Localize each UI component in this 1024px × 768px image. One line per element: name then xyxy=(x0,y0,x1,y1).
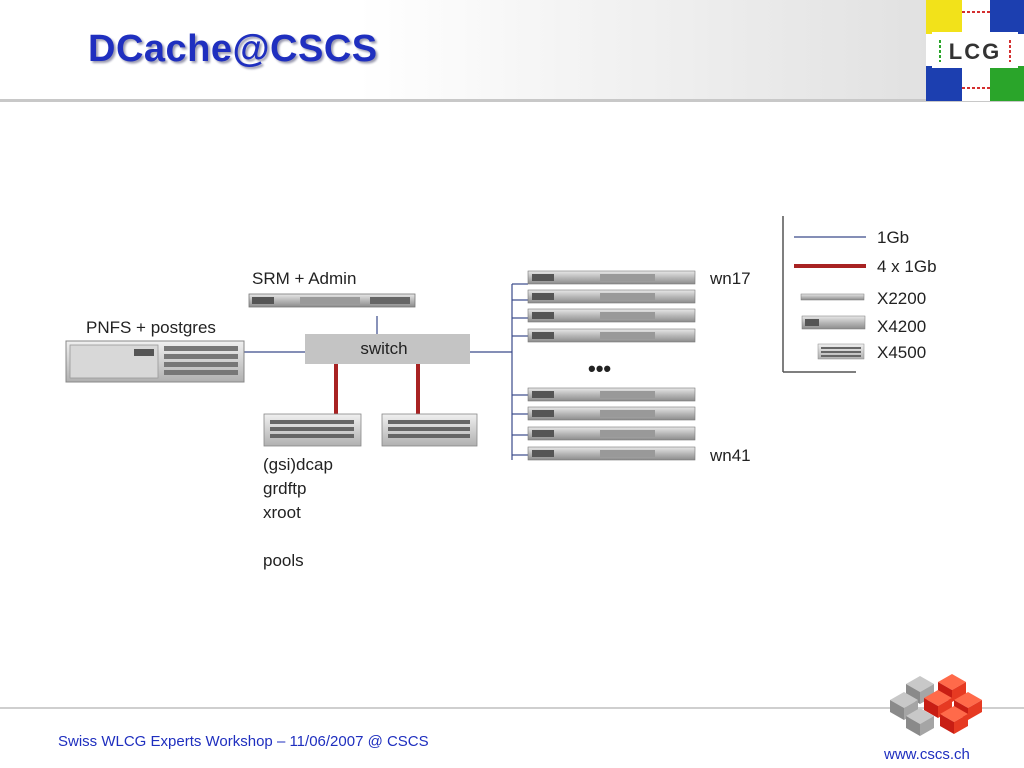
wn-last-label: wn41 xyxy=(709,446,751,465)
footer-divider xyxy=(0,707,1024,709)
switch-label: switch xyxy=(360,339,407,358)
lcg-logo: LCG xyxy=(926,0,1024,101)
srm-label: SRM + Admin xyxy=(252,269,356,288)
pool-service-item xyxy=(263,525,333,549)
pool-service-item: grdftp xyxy=(263,479,307,498)
slide-title: DCache@CSCS xyxy=(88,28,378,70)
header-divider xyxy=(0,99,1024,102)
thick-links xyxy=(334,364,420,416)
wn-first-label: wn17 xyxy=(709,269,751,288)
worker-nodes xyxy=(527,270,696,461)
legend-x4500-icon xyxy=(817,343,865,360)
legend-x2200-icon xyxy=(800,293,865,301)
worker-node xyxy=(527,308,696,323)
worker-node xyxy=(527,328,696,343)
worker-node xyxy=(527,426,696,441)
footer-url[interactable]: www.cscs.ch xyxy=(884,746,970,763)
switch-box xyxy=(305,334,470,364)
lcg-logo-text: LCG xyxy=(949,39,1001,64)
worker-node xyxy=(527,387,696,402)
legend: 1Gb 4 x 1Gb X2200 X4200 X4500 xyxy=(782,216,937,373)
pool-service-item: xroot xyxy=(263,503,301,522)
slide-header xyxy=(0,0,1024,101)
worker-node xyxy=(527,446,696,461)
pool-service-item: pools xyxy=(263,551,304,570)
pool-services-list: (gsi)dcap grdftp xroot pools xyxy=(263,453,333,573)
thin-links xyxy=(244,283,528,460)
legend-label-x2200: X2200 xyxy=(877,289,926,308)
legend-x4200-icon xyxy=(801,315,866,330)
cscs-logo xyxy=(890,674,982,736)
worker-node xyxy=(527,289,696,304)
ellipsis: ••• xyxy=(588,356,611,381)
pnfs-label: PNFS + postgres xyxy=(86,318,216,337)
legend-label-x4200: X4200 xyxy=(877,317,926,336)
srm-server xyxy=(248,293,416,308)
pool-server-1 xyxy=(263,413,362,447)
pnfs-server xyxy=(65,340,245,383)
legend-label-x4500: X4500 xyxy=(877,343,926,362)
worker-node xyxy=(527,406,696,421)
pool-service-item: (gsi)dcap xyxy=(263,455,333,474)
footer-text: Swiss WLCG Experts Workshop – 11/06/2007… xyxy=(58,733,429,750)
legend-label-1gb: 1Gb xyxy=(877,228,909,247)
worker-node xyxy=(527,270,696,285)
legend-label-4x1gb: 4 x 1Gb xyxy=(877,257,937,276)
pool-server-2 xyxy=(381,413,478,447)
